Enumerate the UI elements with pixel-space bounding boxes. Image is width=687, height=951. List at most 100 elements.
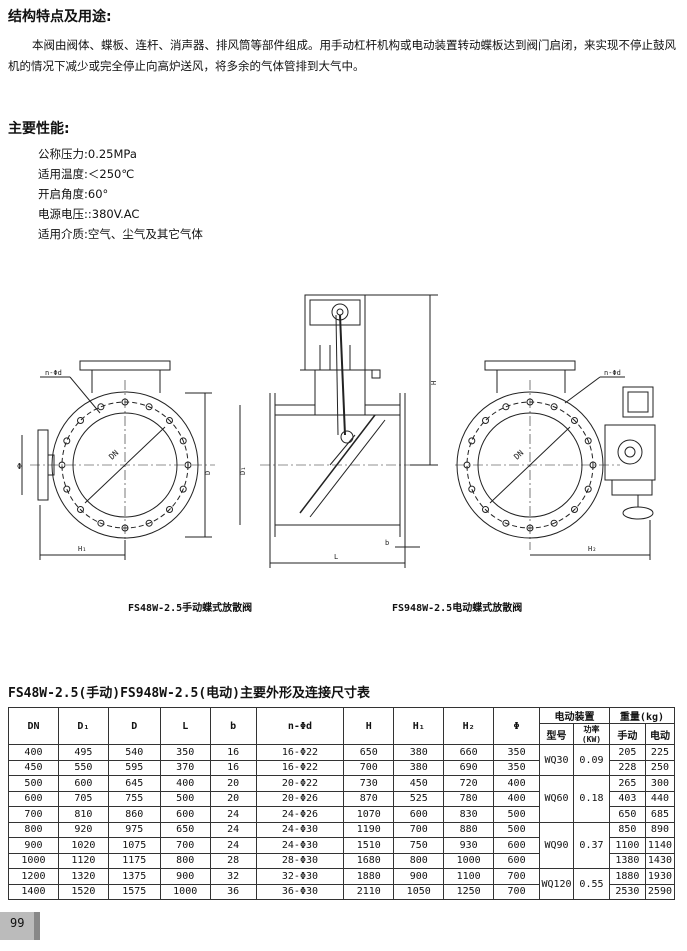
- cell-h: 870: [343, 790, 395, 807]
- header-h2: H₂: [443, 707, 495, 745]
- cell-l: 700: [159, 837, 211, 854]
- cell-nphid: 20-Φ26: [255, 790, 345, 807]
- cell-weight-electric: 1430: [644, 852, 676, 869]
- bolt-hole: [58, 461, 66, 469]
- cell-h: 1680: [343, 852, 395, 869]
- dimensions-table: DN D₁ D L b n-Φd H H₁ H₂ Φ 电动装置 重量(kg) 型…: [8, 707, 676, 900]
- cell-d: 645: [107, 775, 161, 792]
- cell-phi: 400: [493, 775, 541, 792]
- section-title-performance: 主要性能:: [8, 121, 70, 137]
- cell-h1: 600: [393, 806, 445, 823]
- bolt-hole: [166, 417, 173, 424]
- cell-h: 2110: [343, 883, 395, 900]
- cell-h: 1190: [343, 821, 395, 838]
- label-dn-right: DN: [512, 448, 525, 461]
- bolt-hole: [571, 506, 578, 513]
- cell-h1: 800: [393, 852, 445, 869]
- cell-h1: 1050: [393, 883, 445, 900]
- structure-description: 本阀由阀体、蝶板、连杆、消声器、排风筒等部件组成。用手动杠杆机构或电动装置转动蝶…: [8, 38, 676, 73]
- cell-nphid: 28-Φ30: [255, 852, 345, 869]
- cell-dn: 400: [8, 744, 59, 761]
- bolt-hole: [468, 485, 476, 493]
- cell-b: 24: [209, 837, 257, 854]
- left-front-view: [21, 360, 241, 560]
- label-h2: H₂: [588, 545, 596, 553]
- header-model: 型号: [539, 723, 574, 745]
- label-d1: D₁: [239, 467, 247, 475]
- cell-phi: 500: [493, 806, 541, 823]
- cell-d: 975: [107, 821, 161, 838]
- cell-d1: 495: [57, 744, 109, 761]
- cell-nphid: 16-Φ22: [255, 759, 345, 776]
- bolt-hole: [584, 437, 592, 445]
- header-l: L: [159, 707, 211, 745]
- cell-d1: 920: [57, 821, 109, 838]
- cell-weight-electric: 685: [644, 806, 676, 823]
- bolt-hole: [63, 485, 71, 493]
- label-nphid-left: n-Φd: [45, 369, 62, 377]
- cell-h2: 690: [443, 759, 495, 776]
- cell-d: 1175: [107, 852, 161, 869]
- cell-nphid: 24-Φ30: [255, 837, 345, 854]
- cell-h2: 1250: [443, 883, 495, 900]
- cell-d: 595: [107, 759, 161, 776]
- cell-l: 500: [159, 790, 211, 807]
- header-weight: 重量(kg): [608, 707, 676, 724]
- center-section-view: [260, 294, 438, 568]
- section-title-structure: 结构特点及用途:: [8, 9, 112, 25]
- cell-phi: 700: [493, 868, 541, 885]
- bolt-hole: [77, 506, 84, 513]
- cell-dn: 1200: [8, 868, 59, 885]
- cell-nphid: 20-Φ22: [255, 775, 345, 792]
- spec-list: 公称压力:0.25MPa 适用温度:＜250℃ 开启角度:60° 电源电压::3…: [38, 144, 203, 244]
- caption-manual-valve: FS48W-2.5手动蝶式放散阀: [128, 603, 253, 614]
- bolt-hole: [502, 403, 510, 411]
- cell-d1: 1320: [57, 868, 109, 885]
- cell-d: 860: [107, 806, 161, 823]
- cell-h2: 660: [443, 744, 495, 761]
- cell-weight-manual: 228: [608, 759, 646, 776]
- label-h1: H₁: [78, 545, 86, 553]
- page-number-accent: [34, 912, 40, 940]
- cell-h1: 700: [393, 821, 445, 838]
- cell-weight-electric: 890: [644, 821, 676, 838]
- cell-weight-electric: 440: [644, 790, 676, 807]
- cell-nphid: 24-Φ30: [255, 821, 345, 838]
- bolt-hole: [97, 403, 105, 411]
- cell-electric-power: 0.09: [573, 744, 610, 776]
- cell-dn: 600: [8, 790, 59, 807]
- cell-dn: 900: [8, 837, 59, 854]
- valve-technical-drawing: n-Φd Φ DN H₁ D D₁ H L b n-Φd DN H₂: [17, 294, 656, 568]
- cell-h2: 830: [443, 806, 495, 823]
- label-b: b: [385, 539, 389, 547]
- cell-electric-power: 0.55: [573, 868, 610, 900]
- cell-b: 16: [209, 759, 257, 776]
- cell-weight-electric: 225: [644, 744, 676, 761]
- cell-d1: 550: [57, 759, 109, 776]
- cell-dn: 800: [8, 821, 59, 838]
- bolt-hole: [179, 437, 187, 445]
- cell-h1: 750: [393, 837, 445, 854]
- bolt-hole: [145, 519, 153, 527]
- cell-b: 32: [209, 868, 257, 885]
- cell-h2: 1100: [443, 868, 495, 885]
- cell-d1: 1520: [57, 883, 109, 900]
- cell-electric-model: WQ90: [539, 821, 574, 869]
- cell-h2: 930: [443, 837, 495, 854]
- cell-weight-manual: 403: [608, 790, 646, 807]
- cell-l: 350: [159, 744, 211, 761]
- bolt-hole: [550, 519, 558, 527]
- cell-weight-manual: 205: [608, 744, 646, 761]
- cell-h: 1070: [343, 806, 395, 823]
- cell-weight-manual: 265: [608, 775, 646, 792]
- header-phi: Φ: [493, 707, 541, 745]
- bolt-hole: [502, 519, 510, 527]
- cell-nphid: 36-Φ30: [255, 883, 345, 900]
- page-number: 99: [10, 916, 25, 930]
- cell-h1: 380: [393, 744, 445, 761]
- cell-weight-electric: 300: [644, 775, 676, 792]
- cell-h: 1880: [343, 868, 395, 885]
- cell-weight-manual: 1380: [608, 852, 646, 869]
